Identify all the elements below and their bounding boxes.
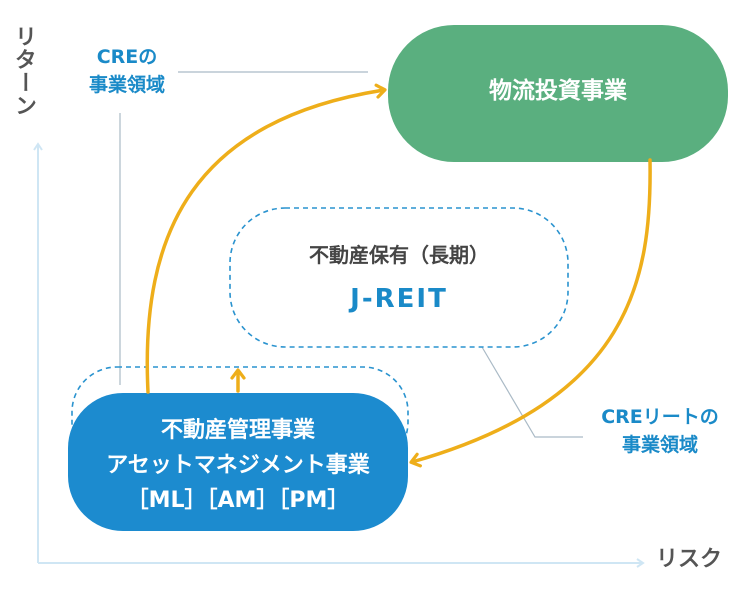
cre-reit-domain-label-line2: 事業領域	[621, 433, 698, 456]
management-box	[68, 393, 408, 531]
management-line-3: ［ML］［AM］［PM］	[126, 488, 350, 514]
cre-reit-domain-label: CREリートの 事業領域	[585, 404, 735, 459]
arrow-logistics-to-management	[409, 158, 652, 468]
management-line-1: 不動産管理事業	[160, 418, 315, 443]
cre-domain-label-line2: 事業領域	[88, 73, 165, 96]
cre-domain-label: CREの 事業領域	[72, 44, 182, 99]
x-axis-label: リスク	[656, 547, 723, 572]
management-text: 不動産管理事業 アセットマネジメント事業 ［ML］［AM］［PM］	[68, 413, 408, 519]
jreit-title: J-REIT	[350, 284, 448, 314]
jreit-subtitle: 不動産保有（長期）	[309, 243, 489, 267]
y-axis-label: リターン	[11, 25, 36, 117]
arrow-management-to-logistics	[145, 83, 387, 394]
jreit-dashed-box	[229, 207, 569, 348]
cre-reit-leader	[481, 346, 583, 438]
cre-domain-label-line1: CREの	[96, 46, 158, 68]
logistics-title: 物流投資事業	[489, 78, 627, 104]
logistics-box	[388, 25, 728, 162]
management-line-2: アセットマネジメント事業	[106, 453, 370, 479]
cre-reit-domain-label-line1: CREリートの	[601, 406, 719, 428]
